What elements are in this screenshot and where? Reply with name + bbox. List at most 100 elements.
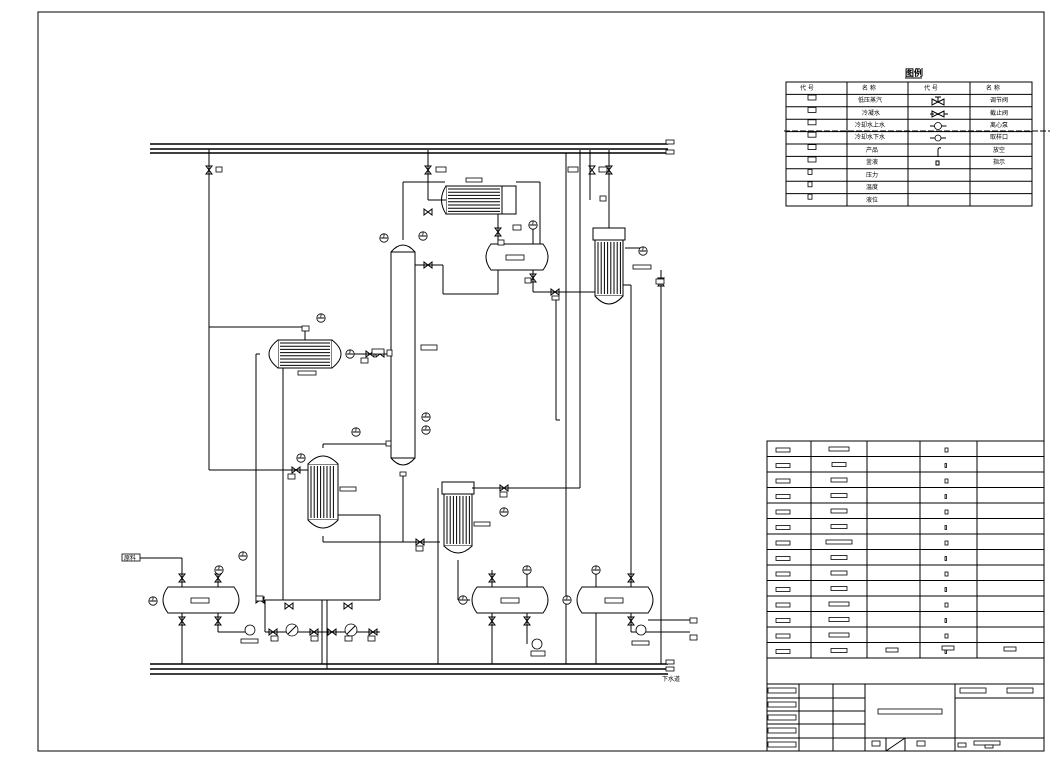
pressure-gauge-icon: P (296, 453, 306, 463)
top-condenser (427, 150, 541, 258)
valve-icon (368, 628, 378, 636)
valve-icon (931, 96, 945, 106)
pressure-gauge-icon: P (379, 233, 389, 243)
instrument-letter: P (425, 412, 428, 418)
feed-preheater (209, 326, 391, 600)
title-block (766, 657, 1045, 752)
valve-icon (488, 616, 496, 626)
reflux-drum (415, 214, 596, 295)
legend-item-globe-valve: 截止阀 (990, 109, 1008, 117)
pressure-gauge-icon: P (591, 565, 601, 575)
pressure-gauge-icon: P (458, 595, 468, 605)
legend-title: 图例 (905, 67, 923, 79)
product-cooler (592, 150, 652, 590)
pump-icon (930, 122, 947, 130)
valve-icon (423, 208, 433, 216)
instrument-letter: P (595, 565, 598, 571)
pressure-gauge-icon: P (528, 220, 538, 230)
globe-valve-icon (930, 110, 948, 118)
equipment-list-table (766, 440, 1045, 659)
instrument-letter: P (422, 231, 425, 237)
product-tank (576, 572, 698, 664)
sampling-port-icon (930, 134, 946, 142)
instrument-letter: P (642, 246, 645, 252)
valve-icon (309, 628, 319, 636)
legend-header-code-2: 代 号 (924, 84, 938, 92)
indicator-icon (935, 160, 940, 166)
valve-icon (214, 616, 222, 626)
feed-label: 原料 (124, 554, 136, 562)
instrument-letter: P (532, 220, 535, 226)
legend-item-bottoms: 釜液 (866, 158, 878, 166)
product-pump (631, 624, 650, 646)
distillation-column (390, 181, 445, 542)
instrument-letter: P (355, 427, 358, 433)
valve-icon (424, 165, 432, 175)
valve-icon (423, 261, 433, 269)
feed-pump (240, 624, 259, 644)
valve-icon (284, 602, 294, 610)
legend-header-name-1: 名 称 (862, 84, 876, 92)
instrument-letter: P (349, 349, 352, 355)
valve-icon (494, 227, 502, 237)
valve-icon (588, 165, 596, 175)
instrument-letter: P (242, 551, 245, 557)
bottom-utility-lines: 下水道 (150, 659, 680, 683)
valve-icon (523, 616, 531, 626)
valve-icon (415, 538, 425, 546)
pressure-gauge-icon: P (418, 231, 428, 241)
pressure-gauge-icon: P (638, 246, 648, 256)
pressure-gauge-icon: P (522, 565, 532, 575)
valve-icon (605, 165, 613, 175)
legend: 图例 代 号 名 称 代 号 名 称 低压蒸汽 冷凝水 冷却水上水 冷却水下水 … (784, 67, 1050, 207)
pressure-gauge-icon: P (351, 427, 361, 437)
pressure-gauge-icon: P (148, 596, 158, 606)
valve-icon (327, 628, 337, 636)
legend-item-sampling-port: 取样口 (990, 133, 1008, 141)
legend-item-level: 液位 (866, 196, 878, 204)
legend-item-centrifugal-pump: 离心泵 (990, 121, 1008, 129)
drain-label: 下水道 (662, 675, 680, 683)
legend-header-name-2: 名 称 (986, 84, 1000, 92)
valve-icon (205, 165, 213, 175)
pressure-gauge-icon: P (238, 551, 248, 561)
legend-item-cooling-water-supply: 冷却水上水 (855, 121, 885, 129)
pressure-gauge-icon: P (562, 595, 572, 605)
instrument-letter: P (526, 565, 529, 571)
legend-item-temperature: 温度 (866, 183, 878, 191)
legend-item-pressure: 压力 (866, 171, 878, 179)
drawing-frame (37, 11, 1045, 752)
instrument-letter: P (152, 596, 155, 602)
instrument-letter: P (503, 507, 506, 513)
instrument-letter: P (462, 595, 465, 601)
legend-item-product: 产品 (866, 146, 878, 154)
legend-item-indicator: 指示 (993, 158, 1005, 166)
flow-meter-section (264, 599, 380, 669)
valve-icon (627, 573, 635, 583)
instrument-letter: P (383, 233, 386, 239)
bottoms-cooler (437, 150, 581, 664)
top-utility-lines (150, 139, 675, 155)
feed-tank: 原料 (121, 553, 245, 664)
valve-icon (343, 602, 353, 610)
legend-item-vent: 放空 (993, 146, 1005, 154)
instrument-letter: P (425, 425, 428, 431)
vent-icon (937, 147, 942, 157)
valve-icon (291, 466, 301, 474)
instrument-letter: P (218, 565, 221, 571)
legend-item-control-valve: 调节阀 (990, 96, 1008, 104)
legend-item-low-pressure-steam: 低压蒸汽 (858, 96, 882, 104)
legend-header-code-1: 代 号 (800, 84, 814, 92)
instrument-letter: P (300, 453, 303, 459)
bottoms-tank (471, 570, 549, 664)
instrument-letter: P (320, 313, 323, 319)
pressure-gauge-icon: P (421, 412, 431, 422)
pressure-gauge-icon: P (421, 425, 431, 435)
instrument-letter: P (566, 595, 569, 601)
pressure-gauge-icon: P (345, 349, 355, 359)
pressure-gauge-icon: P (214, 565, 224, 575)
valve-icon (178, 616, 186, 626)
bottoms-pump (530, 638, 546, 657)
valve-icon (627, 616, 635, 626)
